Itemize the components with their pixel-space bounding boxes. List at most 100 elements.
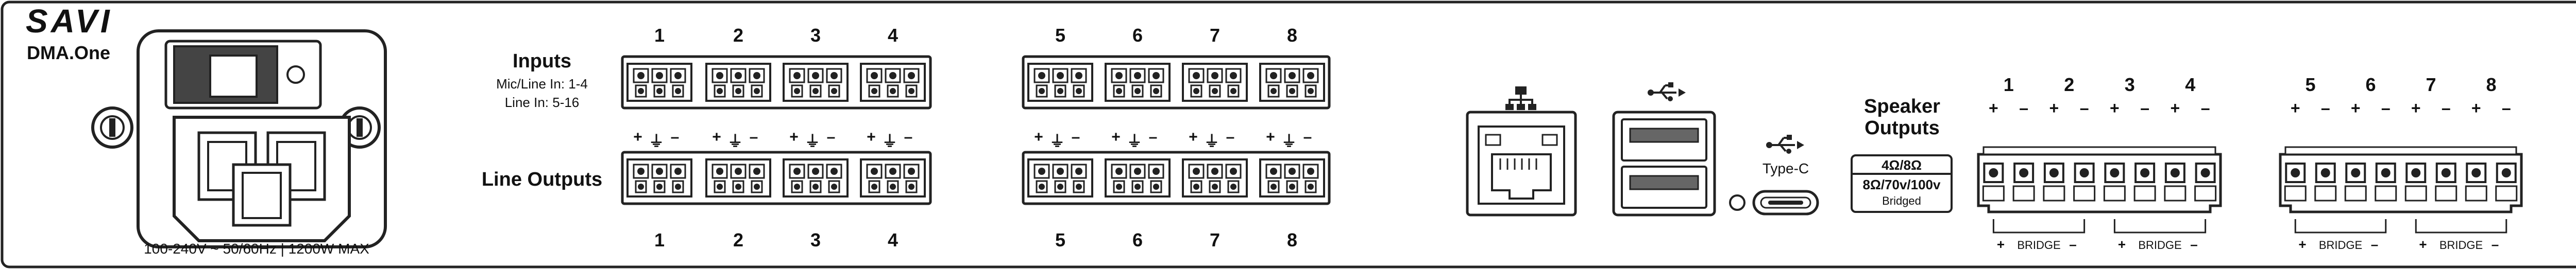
bridge-bracket bbox=[2294, 219, 2387, 234]
output-polarity-mark: + bbox=[1189, 129, 1198, 146]
input-channel-number: 3 bbox=[810, 25, 821, 46]
inputs-subtitle-mic: Mic/Line In: 1-4 bbox=[496, 76, 588, 92]
model-name: DMA.One bbox=[27, 42, 110, 63]
speaker-channel-number: 1 bbox=[2003, 74, 2014, 95]
inputs-title: Inputs bbox=[513, 50, 571, 72]
speaker-polarity-mark: – bbox=[2320, 99, 2330, 117]
bridged-label: Bridged bbox=[1882, 194, 1921, 207]
line-output-connector[interactable] bbox=[626, 158, 692, 198]
line-outputs-title: Line Outputs bbox=[481, 169, 603, 190]
output-polarity-mark: – bbox=[1071, 129, 1080, 146]
output-polarity-mark: ⏚ bbox=[727, 133, 743, 150]
bridged-impedance-label: 8Ω/70v/100v bbox=[1862, 177, 1941, 192]
input-channel-number: 2 bbox=[733, 25, 744, 46]
output-polarity-mark: + bbox=[867, 129, 876, 146]
bridge-label: BRIDGE bbox=[2138, 239, 2182, 252]
network-icon bbox=[1505, 86, 1536, 110]
usb-a-port-stack[interactable] bbox=[1612, 111, 1716, 217]
bridge-bracket bbox=[2415, 219, 2507, 234]
output-polarity-mark: + bbox=[789, 129, 799, 146]
output-channel-number: 4 bbox=[887, 229, 899, 250]
output-polarity-mark: ⏚ bbox=[1049, 133, 1065, 150]
output-polarity-mark: ⏚ bbox=[805, 133, 820, 150]
speaker-channel-number: 7 bbox=[2426, 74, 2436, 95]
speaker-polarity-mark: + bbox=[2411, 99, 2421, 117]
bridge-minus-mark: – bbox=[2370, 237, 2379, 252]
input-channel-number: 5 bbox=[1055, 25, 1066, 46]
input-channel-number: 4 bbox=[887, 25, 899, 46]
input-connector[interactable] bbox=[626, 63, 692, 102]
speaker-terminal-block[interactable] bbox=[2279, 146, 2523, 213]
bridge-plus-mark: + bbox=[2298, 237, 2307, 252]
output-polarity-mark: + bbox=[633, 129, 642, 146]
output-channel-number: 8 bbox=[1286, 229, 1298, 250]
output-polarity-mark: – bbox=[749, 129, 758, 146]
line-output-connector[interactable] bbox=[1105, 158, 1171, 198]
usb-icon bbox=[1648, 82, 1686, 101]
ethernet-port[interactable] bbox=[1466, 111, 1577, 217]
line-output-connector[interactable] bbox=[860, 158, 926, 198]
bridge-bracket bbox=[2113, 219, 2207, 234]
output-polarity-mark: + bbox=[1266, 129, 1275, 146]
power-rating: 100-240V ~ 50/60Hz | 1200W MAX bbox=[144, 241, 369, 257]
input-connector[interactable] bbox=[1182, 63, 1248, 102]
line-output-connector[interactable] bbox=[1182, 158, 1248, 198]
output-polarity-mark: – bbox=[1303, 129, 1312, 146]
speaker-polarity-mark: + bbox=[2350, 99, 2361, 117]
output-polarity-mark: ⏚ bbox=[882, 133, 897, 150]
line-output-connector-housing bbox=[621, 151, 932, 205]
line-output-connector[interactable] bbox=[1027, 158, 1093, 198]
bridge-label: BRIDGE bbox=[2318, 239, 2363, 252]
usb-c-port[interactable] bbox=[1752, 190, 1819, 216]
bridge-bracket bbox=[1992, 219, 2086, 234]
output-channel-number: 2 bbox=[733, 229, 744, 250]
status-led-icon bbox=[1729, 194, 1745, 211]
output-polarity-mark: ⏚ bbox=[1127, 133, 1142, 150]
input-connector[interactable] bbox=[705, 63, 771, 102]
speaker-polarity-mark: – bbox=[2200, 99, 2210, 117]
output-polarity-mark: ⏚ bbox=[1204, 133, 1219, 150]
input-channel-number: 6 bbox=[1132, 25, 1143, 46]
speaker-polarity-mark: + bbox=[2170, 99, 2180, 117]
bridge-minus-mark: – bbox=[2491, 237, 2499, 252]
bridge-plus-mark: + bbox=[2117, 237, 2126, 252]
output-polarity-mark: – bbox=[826, 129, 836, 146]
output-channel-number: 6 bbox=[1132, 229, 1143, 250]
bridge-label: BRIDGE bbox=[2017, 239, 2061, 252]
brand-logo: SAVI bbox=[26, 3, 113, 40]
input-connector[interactable] bbox=[783, 63, 849, 102]
line-output-connector[interactable] bbox=[783, 158, 849, 198]
inputs-subtitle-line: Line In: 5-16 bbox=[504, 95, 580, 110]
input-connector-housing bbox=[621, 55, 932, 110]
output-polarity-mark: – bbox=[904, 129, 913, 146]
input-connector[interactable] bbox=[1105, 63, 1171, 102]
input-channel-number: 8 bbox=[1286, 25, 1298, 46]
input-channel-number: 7 bbox=[1209, 25, 1221, 46]
speaker-channel-number: 6 bbox=[2365, 74, 2376, 95]
output-polarity-mark: – bbox=[1226, 129, 1235, 146]
output-polarity-mark: + bbox=[1111, 129, 1121, 146]
bridge-minus-mark: – bbox=[2069, 237, 2077, 252]
power-inlet bbox=[91, 29, 387, 248]
speaker-polarity-mark: – bbox=[2381, 99, 2391, 117]
input-connector[interactable] bbox=[1259, 63, 1325, 102]
bridge-minus-mark: – bbox=[2190, 237, 2198, 252]
input-connector[interactable] bbox=[860, 63, 926, 102]
bridge-plus-mark: + bbox=[1996, 237, 2005, 252]
speaker-channel-number: 4 bbox=[2185, 74, 2196, 95]
speaker-title-2: Outputs bbox=[1865, 117, 1940, 139]
speaker-terminal-block[interactable] bbox=[1977, 146, 2222, 213]
line-output-connector[interactable] bbox=[1259, 158, 1325, 198]
speaker-polarity-mark: + bbox=[2049, 99, 2059, 117]
output-channel-number: 5 bbox=[1055, 229, 1066, 250]
speaker-channel-number: 5 bbox=[2305, 74, 2316, 95]
impedance-box bbox=[1851, 154, 1953, 213]
speaker-polarity-mark: – bbox=[2079, 99, 2089, 117]
output-channel-number: 3 bbox=[810, 229, 821, 250]
speaker-polarity-mark: + bbox=[2290, 99, 2300, 117]
input-connector[interactable] bbox=[1027, 63, 1093, 102]
line-output-connector[interactable] bbox=[705, 158, 771, 198]
typec-label: Type-C bbox=[1762, 160, 1809, 176]
speaker-polarity-mark: – bbox=[2019, 99, 2029, 117]
